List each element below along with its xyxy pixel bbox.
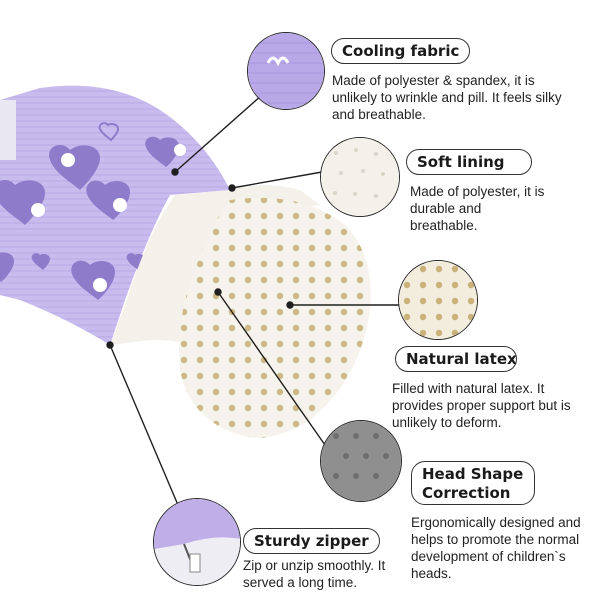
sturdy-zipper-title: Sturdy zipper xyxy=(243,528,380,554)
soft-lining-closeup xyxy=(320,137,400,217)
sturdy-zipper-description: Zip or unzip smoothly. It served a long … xyxy=(243,558,386,590)
soft-lining-description: Made of polyester, it is durable and bre… xyxy=(410,184,545,233)
head-shape-title: Head Shape Correction xyxy=(411,461,535,505)
head-shape-description: Ergonomically designed and helps to prom… xyxy=(411,515,581,581)
callout-lines xyxy=(106,94,400,506)
cooling-fabric-closeup xyxy=(247,32,325,110)
soft-lining-title: Soft lining xyxy=(406,149,532,175)
sturdy-zipper-closeup xyxy=(153,498,241,586)
natural-latex-closeup xyxy=(398,260,478,340)
natural-latex-title: Natural latex xyxy=(395,346,517,372)
pillow-fabric-cover xyxy=(0,85,230,345)
latex-core xyxy=(179,197,371,438)
head-shape-closeup xyxy=(320,420,402,502)
natural-latex-description: Filled with natural latex. It provides p… xyxy=(392,381,571,430)
cooling-fabric-description: Made of polyester & spandex, it is unlik… xyxy=(332,73,562,122)
cooling-fabric-title: Cooling fabric xyxy=(331,38,471,64)
